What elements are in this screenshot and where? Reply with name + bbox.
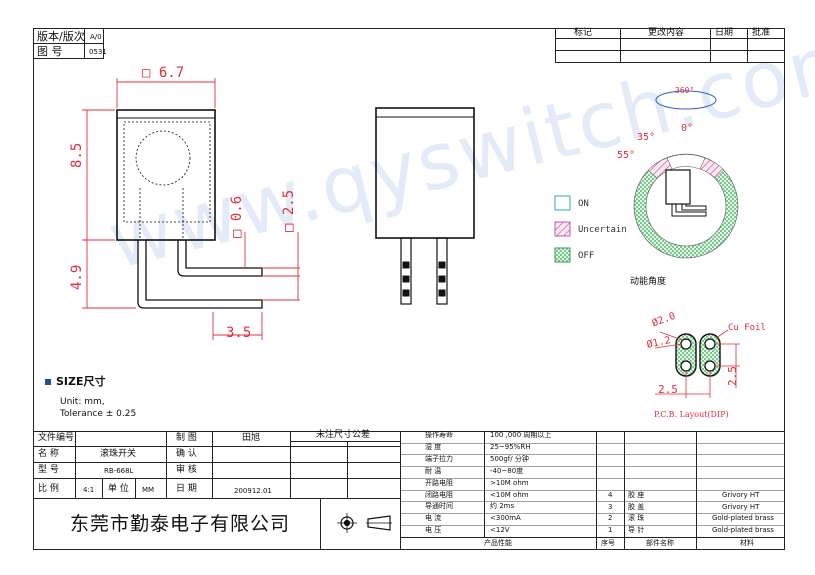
rev-col-date: 日期 [715,28,734,38]
date-label: 日 期 [176,484,197,494]
perf-value: 500gf/ 分钟 [490,455,529,463]
dim-pin-pitch: □ 2.5 [281,189,297,232]
model-value: RB-668L [104,467,134,475]
date-value: 200912.01 [234,487,272,495]
legend-on-swatch [554,195,571,211]
part-name: 滚 珠 [628,514,645,522]
draw-label: 制 图 [176,433,197,443]
legend-uncertain-swatch [554,221,571,237]
size-unit: Unit: mm, [60,397,105,407]
projection-symbol-icon [337,513,392,533]
perf-key: 湿 度 [425,443,442,451]
side-view [116,109,263,309]
perf-value: 25~95%RH [490,443,531,451]
part-material: Grivory HT [722,491,760,499]
part-no: 3 [608,503,613,511]
dim-pin-thick: □ 0.6 [229,195,245,238]
perf-value: -40~80度 [490,467,524,475]
scale-label: 比 例 [38,484,59,494]
review-label: 审 核 [176,465,197,475]
pcb-caption: P.C.B. Layout(DIP) [654,410,729,419]
part-no: 2 [608,514,613,522]
part-no: 4 [608,491,613,499]
perf-key: 导通时间 [425,502,453,510]
dim-width: □ 6.7 [142,65,185,81]
name-label: 名 称 [38,449,59,459]
legend-uncertain-label: Uncertain [578,225,627,235]
angle-0: 0° [681,123,694,134]
parts-header-no: 序号 [601,539,615,547]
part-material: Gold-plated brass [712,514,774,522]
perf-key: 端子拉力 [425,455,453,463]
size-tolerance: Tolerance ± 0.25 [60,409,137,419]
angle-360: 360° [675,86,695,95]
performance-label: 产品性能 [484,539,512,547]
pcb-cu-foil: Cu Foil [728,323,766,333]
pcb-height: 2.5 [726,366,739,386]
parts-header-name: 部件名称 [646,539,674,547]
part-no: 1 [608,526,613,534]
title-block [33,431,785,550]
part-name: 导 针 [628,526,645,534]
perf-value: <300mA [490,514,521,522]
company-name: 东莞市勤泰电子有限公司 [70,513,291,535]
file-no-label: 文件编号 [38,433,75,443]
confirm-label: 确 认 [176,449,197,459]
size-marker [45,379,51,385]
dim-pin-length: 4.9 [69,264,85,290]
size-heading: SIZE尺寸 [56,375,106,388]
rev-col-approve: 批准 [752,28,771,38]
perf-key: 耐 温 [425,467,442,475]
perf-key: 闭路电阻 [425,491,453,499]
legend-off-swatch [554,247,571,263]
perf-value: <10M ohm [490,491,529,499]
perf-value: 100 ,000 周期以上 [490,431,552,439]
angle-55: 55° [617,150,636,161]
pcb-layout [654,329,740,398]
drawing-no-label: 图 号 [37,45,63,58]
angle-35: 35° [637,132,656,143]
model-label: 型 号 [38,465,59,475]
rev-col-mark: 标记 [574,28,593,38]
rev-col-content: 更改内容 [648,28,685,38]
perf-row-lines [400,443,785,526]
part-material: Gold-plated brass [712,526,774,534]
dim-pin-spread: 3.5 [226,325,252,341]
scale-value: 4:1 [83,486,95,494]
front-view [375,107,475,305]
perf-value: >10M ohm [490,479,529,487]
part-material: Grivory HT [722,503,760,511]
part-name: 胶 盖 [628,503,645,511]
pcb-pitch: 2.5 [658,383,678,396]
unit-value: MM [142,486,155,494]
perf-value: 约 2ms [490,502,515,510]
version-label: 版本/版次 [37,30,85,43]
version-value: A/0 [90,33,102,41]
drawing-no-value: 0531 [89,48,107,56]
perf-key: 电 压 [425,526,442,534]
draw-value: 田旭 [242,433,261,443]
legend-on-label: ON [578,199,589,209]
perf-key: 电 流 [425,514,442,522]
angle-diagram [633,90,739,259]
parts-header-material: 材料 [740,539,754,547]
perf-value: <12V [490,526,510,534]
unit-label: 单 位 [108,484,129,494]
perf-key: 开路电阻 [425,479,453,487]
legend-off-label: OFF [578,251,595,261]
perf-key: 操作寿命 [425,431,453,439]
name-value: 滚珠开关 [100,449,137,459]
angle-caption: 动能角度 [630,277,667,287]
dim-height: 8.5 [69,142,85,168]
part-name: 胶 座 [628,491,645,499]
tolerance-note: 未注尺寸公差 [316,430,371,440]
